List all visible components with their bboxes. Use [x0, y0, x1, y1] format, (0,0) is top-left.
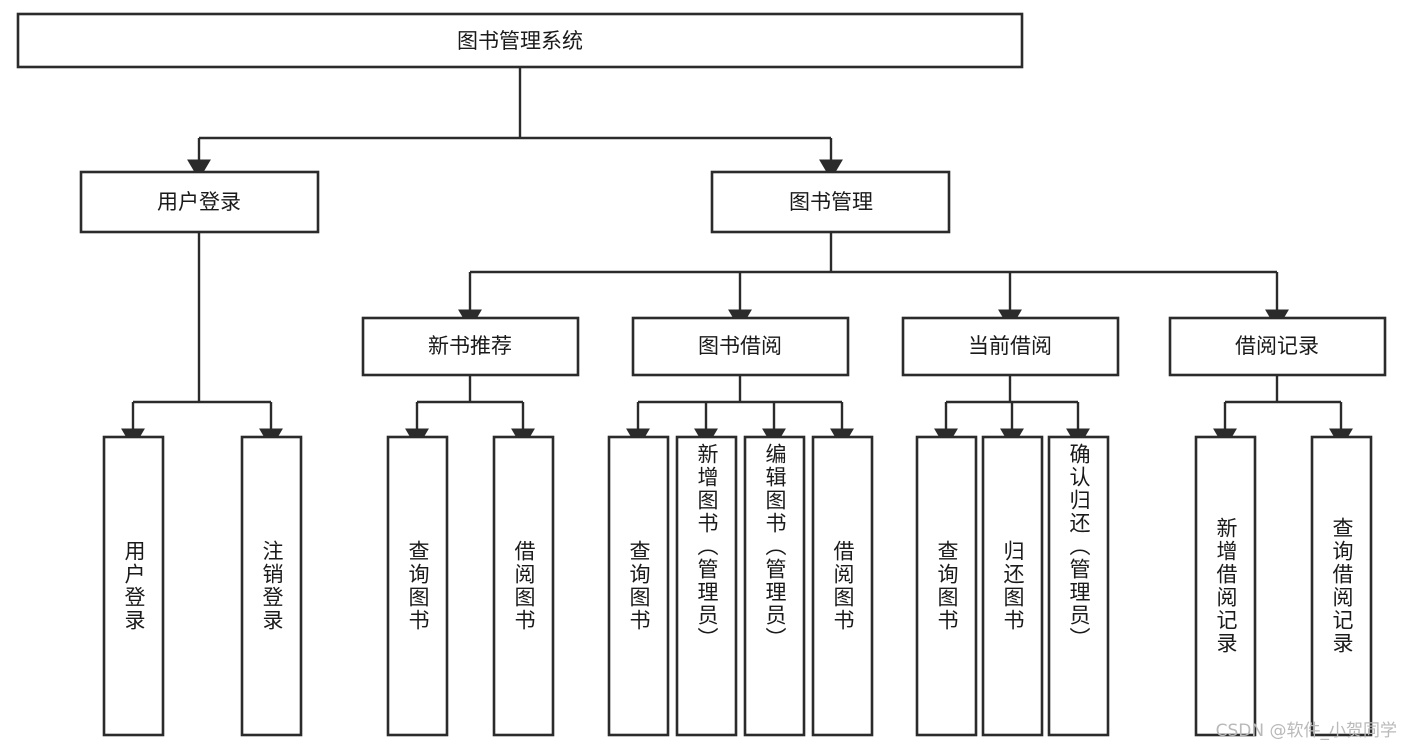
connector-group-current-borrow [934, 375, 1090, 449]
leaf-box-user-login-0[interactable] [102, 435, 165, 737]
node-user-login-label: 用户登录 [157, 190, 241, 214]
node-root-box[interactable] [16, 12, 1024, 69]
node-user-login-box[interactable] [79, 170, 320, 234]
node-borrow-record-label: 借阅记录 [1235, 334, 1319, 358]
node-new-book-recommend-label: 新书推荐 [428, 334, 512, 358]
leaf-box-book-borrow-1[interactable] [675, 435, 738, 737]
node-current-borrow-label: 当前借阅 [968, 334, 1052, 358]
leaf-boxes-book-borrow [607, 435, 874, 737]
leaf-boxes-current-borrow [915, 435, 1110, 737]
leaf-boxes-user-login [102, 435, 303, 737]
node-book-borrow-label: 图书借阅 [698, 334, 782, 358]
node-root[interactable]: 图书管理系统 [16, 12, 1024, 69]
leaf-box-borrow-record-1[interactable] [1310, 435, 1373, 737]
node-book-manage-label: 图书管理 [789, 190, 873, 214]
connector-group-root [187, 67, 843, 180]
node-book-manage[interactable]: 图书管理 [710, 170, 951, 234]
node-current-borrow[interactable]: 当前借阅 [901, 316, 1120, 377]
leaf-box-current-borrow-2[interactable] [1047, 435, 1110, 737]
node-current-borrow-box[interactable] [901, 316, 1120, 377]
node-book-manage-box[interactable] [710, 170, 951, 234]
leaf-box-borrow-record-0[interactable] [1194, 435, 1257, 737]
connector-group-borrow-record [1213, 375, 1353, 449]
leaf-box-current-borrow-1[interactable] [981, 435, 1044, 737]
leaf-box-book-borrow-3[interactable] [811, 435, 874, 737]
node-borrow-record[interactable]: 借阅记录 [1168, 316, 1387, 377]
leaf-box-book-borrow-0[interactable] [607, 435, 670, 737]
connector-group-book-borrow [626, 375, 854, 449]
leaf-boxes-borrow-record [1194, 435, 1373, 737]
connector-group-user-login [121, 232, 283, 449]
connector-group-new-book [405, 375, 535, 449]
leaf-box-new-book-1[interactable] [492, 435, 555, 737]
leaf-box-new-book-0[interactable] [386, 435, 449, 737]
leaf-boxes-new-book-recommend [386, 435, 555, 737]
node-user-login[interactable]: 用户登录 [79, 170, 320, 234]
node-new-book-recommend-box[interactable] [361, 316, 580, 377]
connector-group-book-manage [458, 232, 1289, 330]
node-new-book-recommend[interactable]: 新书推荐 [361, 316, 580, 377]
leaf-box-user-login-1[interactable] [240, 435, 303, 737]
leaf-box-current-borrow-0[interactable] [915, 435, 978, 737]
node-root-label: 图书管理系统 [457, 29, 583, 53]
node-borrow-record-box[interactable] [1168, 316, 1387, 377]
leaf-box-book-borrow-2[interactable] [743, 435, 806, 737]
node-book-borrow-box[interactable] [631, 316, 850, 377]
node-book-borrow[interactable]: 图书借阅 [631, 316, 850, 377]
